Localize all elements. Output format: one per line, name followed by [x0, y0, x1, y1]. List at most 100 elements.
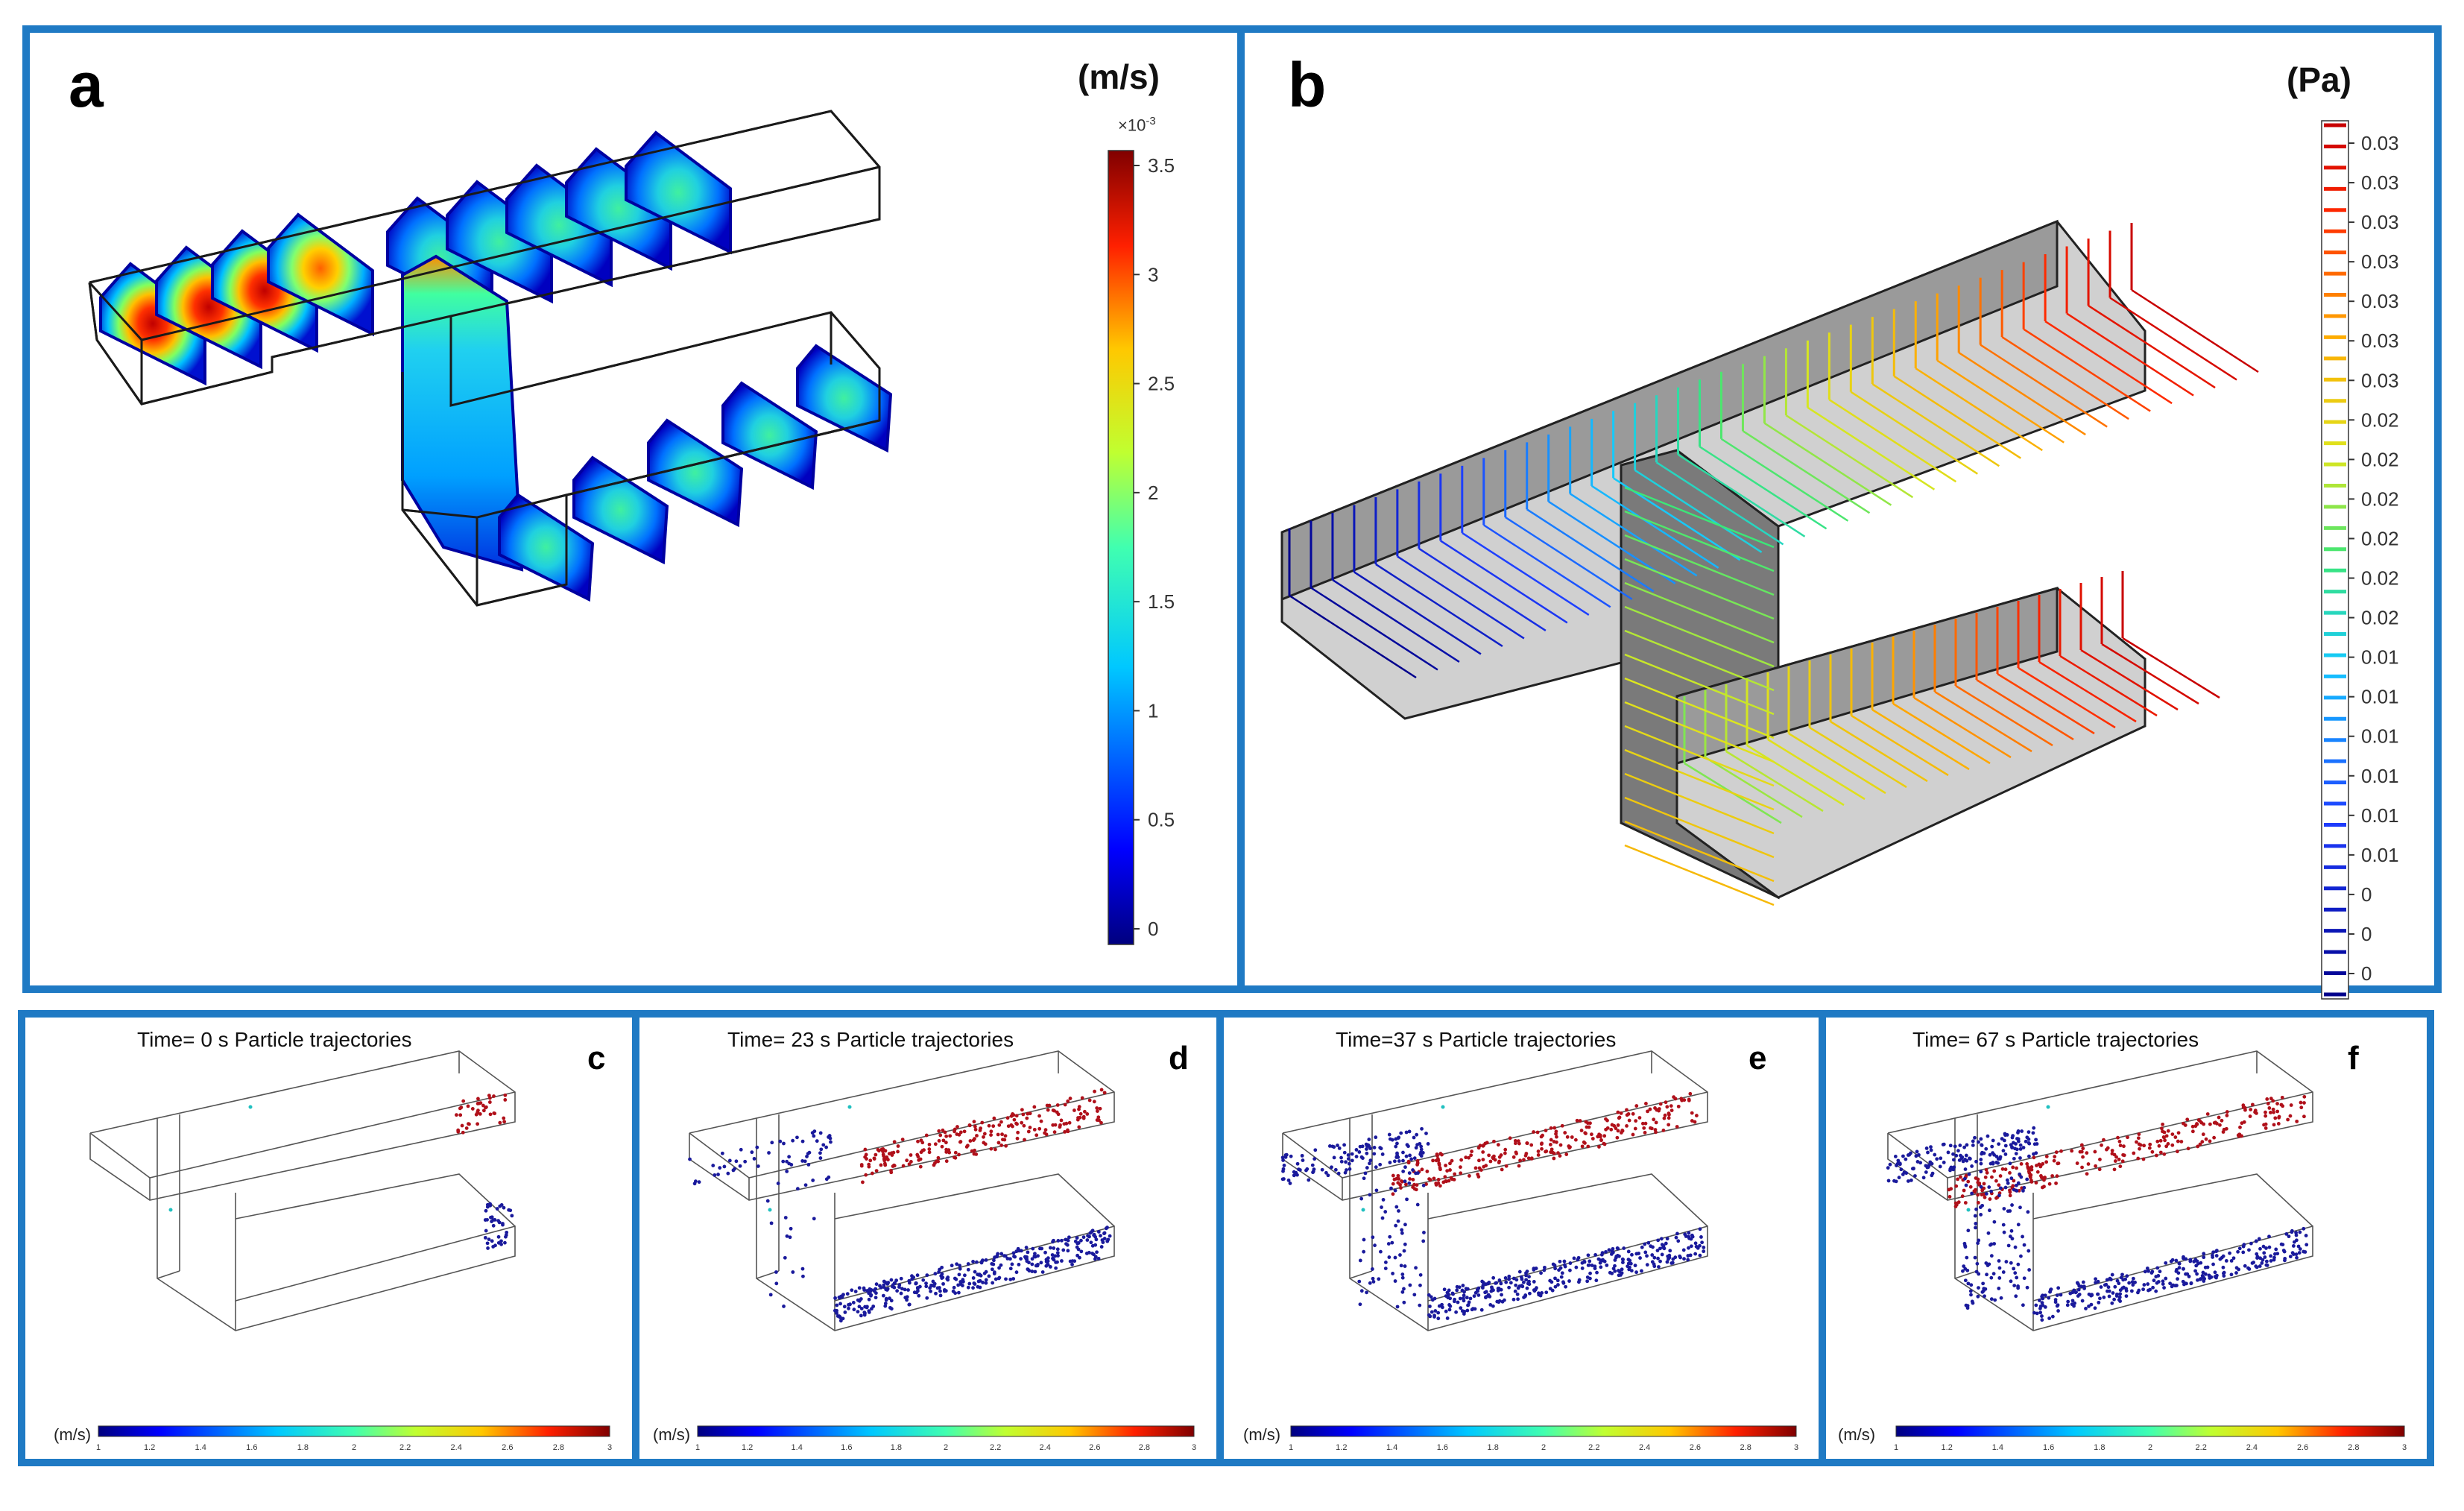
particle: [1412, 1135, 1416, 1140]
particle: [1394, 1205, 1399, 1209]
particle: [1052, 1108, 1056, 1113]
particle: [1619, 1111, 1623, 1115]
particle: [885, 1287, 890, 1291]
particle: [2295, 1255, 2299, 1260]
particle: [1523, 1153, 1528, 1158]
particle: [461, 1130, 465, 1135]
particle: [785, 1159, 789, 1164]
particle: [2029, 1167, 2034, 1172]
particle: [1332, 1155, 1336, 1160]
particle: [1365, 1143, 1369, 1148]
particle: [1383, 1266, 1388, 1270]
particle: [1646, 1240, 1651, 1245]
colorbar-tick-label: 0.01: [2361, 686, 2399, 708]
particle: [1544, 1149, 1548, 1154]
particle: [1467, 1155, 1471, 1160]
particle: [907, 1162, 912, 1167]
particle: [2299, 1105, 2304, 1110]
particle: [1099, 1234, 1102, 1238]
particle: [838, 1302, 842, 1306]
particle: [1079, 1238, 1083, 1243]
particle: [2025, 1285, 2029, 1290]
particle: [1396, 1173, 1400, 1178]
particle: [1560, 1123, 1564, 1128]
particle: [2084, 1306, 2088, 1310]
particle: [903, 1287, 907, 1292]
particle: [1455, 1288, 1459, 1293]
particle: [2236, 1133, 2240, 1138]
particle: [973, 1282, 977, 1286]
particle: [1339, 1159, 1344, 1164]
particle: [1378, 1162, 1383, 1167]
particle: [1992, 1169, 1997, 1173]
particle: [1558, 1154, 1562, 1158]
colorbar-tick-label: 1.4: [1386, 1443, 1397, 1452]
particle: [1653, 1106, 1657, 1110]
particle: [2034, 1303, 2038, 1307]
particle: [460, 1123, 464, 1128]
particle: [1924, 1170, 1928, 1174]
particle: [1437, 1304, 1441, 1308]
particle: [1985, 1272, 1988, 1277]
pressure-contour: [1809, 726, 1907, 789]
particle: [1935, 1157, 1939, 1161]
particle: [824, 1145, 829, 1149]
particle: [1394, 1223, 1398, 1228]
particle: [944, 1150, 949, 1154]
particle: [1605, 1126, 1610, 1130]
pressure-contour: [1892, 702, 1991, 765]
particle: [1980, 1150, 1984, 1155]
particle: [1511, 1155, 1516, 1159]
particle: [2110, 1272, 2114, 1277]
particle: [487, 1096, 492, 1100]
particle: [1462, 1290, 1466, 1294]
channel-wireframe: [1887, 1050, 2313, 1331]
particle: [2302, 1094, 2307, 1099]
particle: [1665, 1105, 1669, 1109]
particle: [2204, 1137, 2208, 1141]
particle: [2271, 1107, 2275, 1111]
particle: [2262, 1251, 2266, 1255]
particle: [994, 1147, 997, 1152]
particle: [971, 1260, 975, 1264]
colorbar-tick-label: 2.6: [502, 1443, 513, 1452]
particle: [1558, 1259, 1562, 1264]
pressure-contour: [2023, 328, 2151, 412]
particle: [1975, 1261, 1980, 1266]
particle: [1580, 1144, 1585, 1149]
particle: [1992, 1220, 1997, 1224]
particle: [1524, 1278, 1529, 1282]
particle: [1350, 1152, 1354, 1156]
colorbar-gradient: [1108, 150, 1134, 945]
particle: [2047, 1296, 2051, 1300]
particle: [1535, 1130, 1540, 1135]
colorbar-tick-label: 0.01: [2361, 804, 2399, 827]
pressure-contour: [2018, 666, 2116, 729]
particle: [2271, 1099, 2275, 1103]
particle: [1954, 1184, 1959, 1188]
particle: [2272, 1110, 2275, 1114]
particle: [1976, 1294, 1980, 1299]
particle: [2002, 1207, 2006, 1211]
particle: [765, 1199, 770, 1203]
particle: [1434, 1158, 1438, 1163]
particle: [2291, 1244, 2296, 1248]
pressure-contour: [1997, 672, 2095, 735]
particle: [493, 1243, 497, 1248]
particle: [1391, 1182, 1395, 1186]
particle: [1985, 1170, 1989, 1175]
particle: [2032, 1310, 2036, 1315]
particle: [2065, 1303, 2070, 1307]
particle: [1403, 1165, 1407, 1170]
particle: [1544, 1290, 1549, 1295]
particle: [1620, 1129, 1625, 1132]
particle: [2276, 1122, 2281, 1126]
particle: [1400, 1290, 1405, 1294]
particle: [1694, 1114, 1699, 1117]
particle: [768, 1208, 772, 1212]
pressure-contour-figure: 0.030.030.030.030.030.030.030.020.020.02…: [1280, 120, 2399, 1000]
colorbar-tick-label: 2.4: [451, 1443, 462, 1452]
colorbar-gradient: [1895, 1425, 2405, 1437]
particle: [1989, 1297, 1994, 1302]
particle: [1536, 1153, 1541, 1157]
